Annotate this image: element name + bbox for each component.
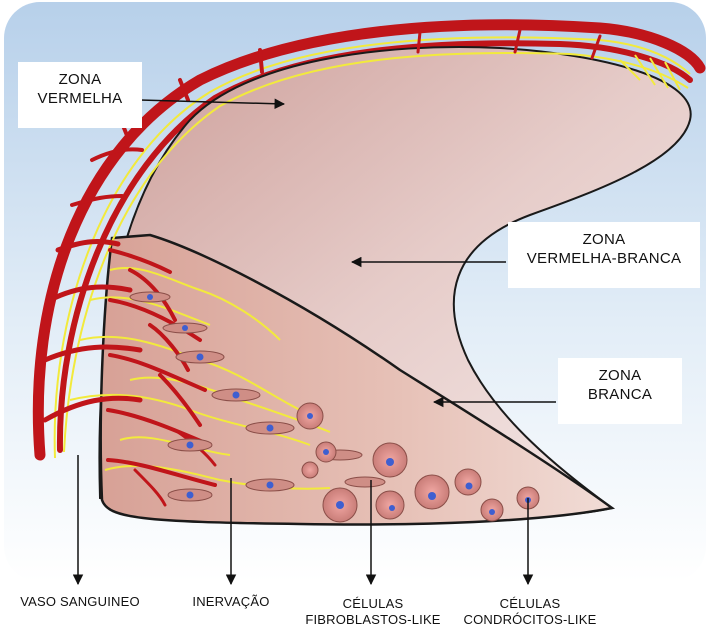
label-zona-branca-line1: ZONA: [558, 366, 682, 385]
fibroblast-cell: [212, 389, 260, 401]
chondrocyte-cell: [455, 469, 481, 495]
fibroblast-cell: [246, 422, 294, 434]
label-celulas-fibroblastos: CÉLULAS FIBROBLASTOS-LIKE: [298, 596, 448, 628]
label-zona-vermelha-branca-line1: ZONA: [508, 230, 700, 249]
label-celulas-condrocitos-line1: CÉLULAS: [460, 596, 600, 612]
label-zona-branca: ZONA BRANCA: [558, 358, 682, 424]
fibroblast-cell: [176, 351, 224, 363]
label-vaso-sanguineo: VASO SANGUINEO: [10, 594, 150, 610]
label-zona-vermelha-line1: ZONA: [18, 70, 142, 89]
chondrocyte-cell: [481, 499, 503, 521]
fibroblast-cell: [130, 292, 170, 302]
fibroblast-cell: [168, 439, 212, 451]
label-zona-vermelha-branca-line2: VERMELHA-BRANCA: [508, 249, 700, 268]
chondrocyte-cell: [373, 443, 407, 477]
chondrocyte-cell: [323, 488, 357, 522]
chondrocyte-cell: [316, 442, 336, 462]
label-celulas-fibroblastos-line1: CÉLULAS: [298, 596, 448, 612]
label-inervacao-text: INERVAÇÃO: [172, 594, 290, 610]
label-vaso-sanguineo-text: VASO SANGUINEO: [10, 594, 150, 610]
label-celulas-condrocitos: CÉLULAS CONDRÓCITOS-LIKE: [460, 596, 600, 628]
fibroblast-cell: [246, 479, 294, 491]
chondrocyte-cell: [297, 403, 323, 429]
chondrocyte-cell: [302, 462, 318, 478]
chondrocyte-cell: [376, 491, 404, 519]
label-zona-vermelha: ZONA VERMELHA: [18, 62, 142, 128]
label-inervacao: INERVAÇÃO: [172, 594, 290, 610]
chondrocyte-cell: [415, 475, 449, 509]
label-celulas-condrocitos-line2: CONDRÓCITOS-LIKE: [460, 612, 600, 628]
fibroblast-cell: [163, 323, 207, 333]
label-zona-vermelha-branca: ZONA VERMELHA-BRANCA: [508, 222, 700, 288]
label-zona-vermelha-line2: VERMELHA: [18, 89, 142, 108]
fibroblast-cell: [345, 477, 385, 487]
label-zona-branca-line2: BRANCA: [558, 385, 682, 404]
fibroblast-cell: [168, 489, 212, 501]
label-celulas-fibroblastos-line2: FIBROBLASTOS-LIKE: [298, 612, 448, 628]
